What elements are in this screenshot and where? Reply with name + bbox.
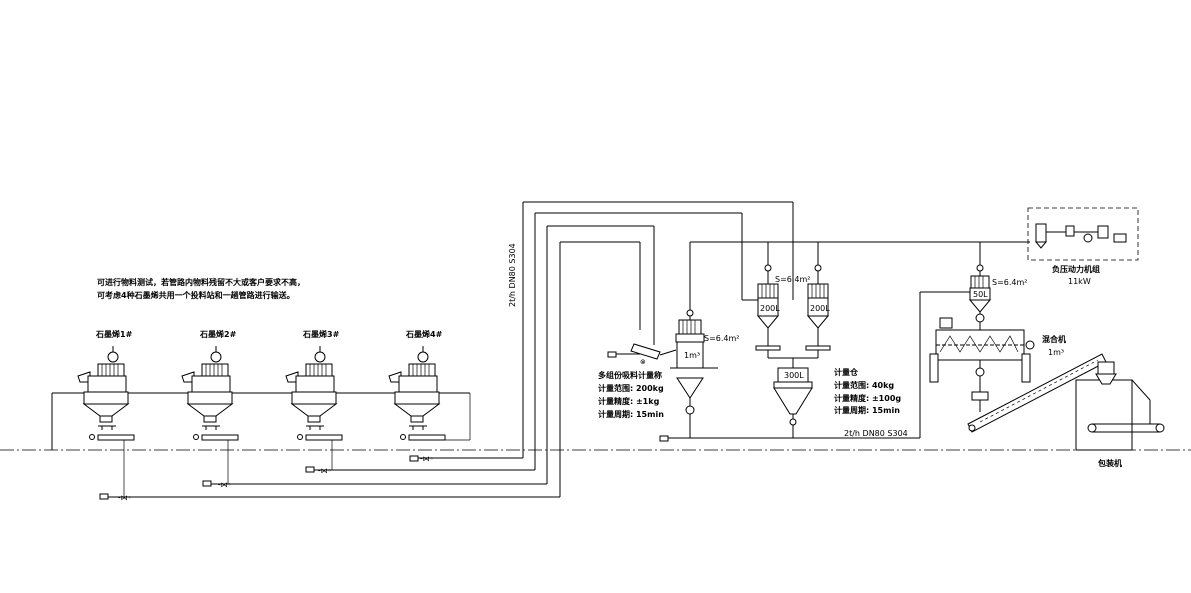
main-scale-title: 多组份吸料计量称 xyxy=(598,370,662,380)
receiver-filter xyxy=(678,319,702,335)
mixer-motor xyxy=(939,317,953,329)
main-scale-cycle: 计量周期: 15min xyxy=(598,409,664,419)
feeding-station-2: 石墨烯2# xyxy=(181,329,239,484)
screw-conveyor xyxy=(97,434,135,441)
inclined-feeder xyxy=(630,343,661,360)
note-line-1: 可进行物料测试，若管路内物料残留不大或客户要求不高， xyxy=(97,277,305,287)
small-bin-volume: 200L xyxy=(760,304,780,313)
main-scale-range: 计量范围: 200kg xyxy=(598,383,664,393)
vibrator-icon xyxy=(314,351,326,363)
vibrator-icon xyxy=(107,351,119,363)
mixer-bin-volume: 50L xyxy=(973,290,988,299)
svg-text:⊗: ⊗ xyxy=(640,358,646,366)
station-label: 石墨烯3# xyxy=(302,329,340,339)
vacuum-unit-label: 负压动力机组 xyxy=(1052,264,1100,274)
station-label: 石墨烯1# xyxy=(95,329,133,339)
vibrator-icon xyxy=(417,351,429,363)
feed-station-body xyxy=(398,375,438,393)
svg-text:-⋈◦: -⋈◦ xyxy=(218,481,232,489)
small-scale-range: 计量范围: 40kg xyxy=(834,380,894,390)
conveying-pipelines: -⋈◦ -⋈◦ -⋈◦ -⋈◦ xyxy=(99,201,794,502)
pipe-spec-horizontal: 2t/h DN80 S304 xyxy=(844,429,908,438)
packing-machine xyxy=(1075,361,1165,451)
vibrator-icon xyxy=(210,351,222,363)
small-scale-precision: 计量精度: ±100g xyxy=(834,393,901,403)
svg-text:-⋈◦: -⋈◦ xyxy=(420,455,434,463)
feeding-station-3: 石墨烯3# xyxy=(285,329,343,470)
small-bin-2: 200L xyxy=(805,242,831,351)
vacuum-unit-power: 11kW xyxy=(1068,277,1091,286)
small-scale-cycle: 计量周期: 15min xyxy=(834,405,900,415)
receiver-filter xyxy=(807,283,829,299)
feed-station-body xyxy=(191,375,231,393)
mixer-label: 混合机 xyxy=(1042,334,1066,344)
mixer xyxy=(929,317,1035,412)
note-line-2: 可考虑4种石墨烯共用一个投料站和一趟管路进行输送。 xyxy=(97,290,295,300)
feeding-station-4: 石墨烯4# xyxy=(388,329,471,441)
weighing-hopper-volume: 1m³ xyxy=(684,351,700,360)
small-bin-1: S=6.4m² 200L xyxy=(755,242,811,351)
vacuum-unit-boundary xyxy=(1027,207,1139,261)
receiver-filter-area: S=6.4m² xyxy=(775,275,811,284)
feed-station-body xyxy=(87,375,127,393)
feeding-station-1: 石墨烯1# xyxy=(77,329,135,497)
station-label: 石墨烯4# xyxy=(405,329,443,339)
small-bin-volume: 200L xyxy=(810,304,830,313)
svg-text:-⋈◦: -⋈◦ xyxy=(318,467,332,475)
bag-dump-feeder: ⊗ xyxy=(607,343,677,366)
receiver-filter xyxy=(757,283,779,299)
mixer-ribbon xyxy=(939,335,1019,353)
main-scale-precision: 计量精度: ±1kg xyxy=(598,396,660,406)
vacuum-power-unit xyxy=(1027,207,1139,261)
receiver-filter-area: S=6.4m² xyxy=(704,334,740,343)
mixer-volume: 1m³ xyxy=(1048,348,1064,357)
packer-label: 包装机 xyxy=(1097,458,1122,468)
pipe-spec-vertical: 2t/h DN80 S304 xyxy=(508,243,517,307)
main-weighing-hopper: S=6.4m² 1m³ xyxy=(659,242,920,442)
small-scale-title: 计量仓 xyxy=(834,367,859,377)
receiver-filter xyxy=(970,275,990,289)
screw-conveyor xyxy=(408,434,446,441)
screw-conveyor xyxy=(201,434,239,441)
screw-conveyor xyxy=(305,434,343,441)
small-weighing-hopper: 300L xyxy=(767,350,819,438)
packer-frame xyxy=(1075,379,1133,451)
station-label: 石墨烯2# xyxy=(199,329,237,339)
mixer-feed-bin: S=6.4m² 50L xyxy=(919,242,1028,438)
feed-station-body xyxy=(295,375,335,393)
svg-text:-⋈◦: -⋈◦ xyxy=(118,494,132,502)
receiver-filter-area: S=6.4m² xyxy=(992,278,1028,287)
small-scale-volume: 300L xyxy=(784,371,804,380)
